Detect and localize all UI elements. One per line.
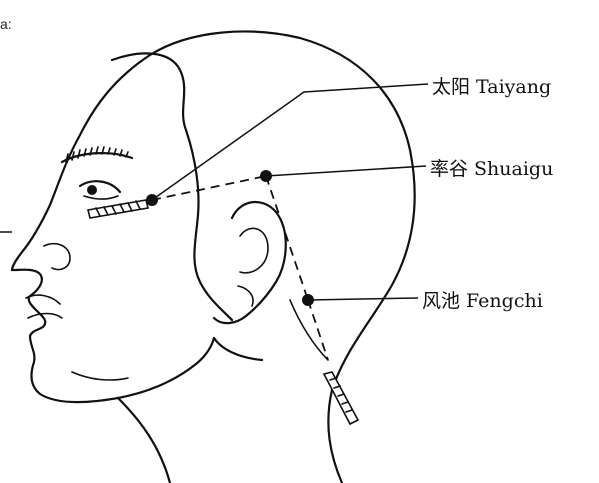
eye-lower-lid [84,196,118,199]
ear-outer [214,202,286,323]
leader-shuaigu [266,166,426,176]
dashed-line-shuaigu-fengchi [266,176,308,300]
leader-fengchi [308,298,418,300]
leader-taiyang [152,84,428,200]
nostril [44,244,70,270]
neck-front [118,398,170,483]
label-fengchi: 风池 Fengchi [422,286,543,313]
lower-lip [28,314,62,319]
nape-contour [290,300,328,360]
eye-upper-lid [80,181,120,192]
dashed-line-fengchi-neck [308,300,328,360]
corner-label: a: [0,16,12,32]
jaw-line [214,338,262,360]
ear-inner [238,228,268,306]
eye-pupil [87,185,97,195]
label-taiyang: 太阳 Taiyang [432,72,551,99]
needle-taiyang [88,200,148,218]
face-profile [12,270,214,402]
label-shuaigu: 率谷 Shuaigu [430,154,553,181]
chin-line [72,372,128,380]
